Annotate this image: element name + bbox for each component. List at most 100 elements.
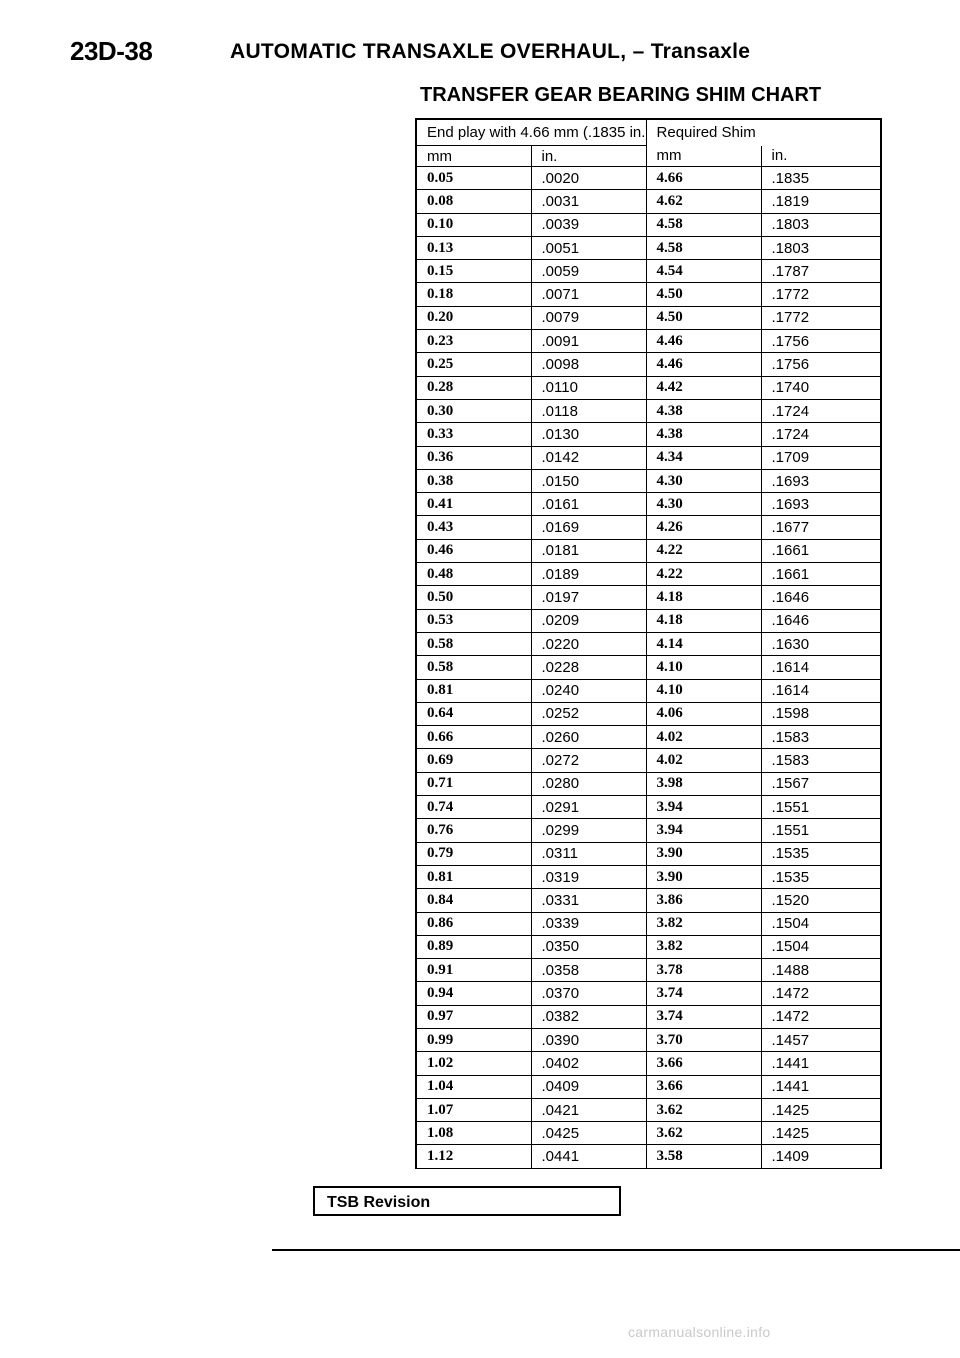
shim-in-cell: .1787 — [761, 259, 882, 284]
shim-in-cell: .1425 — [761, 1121, 882, 1146]
section-title: AUTOMATIC TRANSAXLE OVERHAUL, — [230, 40, 627, 63]
unit-header-in: in. — [531, 145, 647, 167]
end-play-in-cell: .0228 — [531, 655, 647, 680]
shim-in-cell: .1661 — [761, 539, 882, 564]
shim-in-cell: .1724 — [761, 399, 882, 424]
end-play-in-cell: .0161 — [531, 492, 647, 517]
shim-in-cell: .1504 — [761, 935, 882, 960]
shim-in-cell: .1441 — [761, 1075, 882, 1099]
shim-mm-cell: 3.98 — [646, 772, 762, 797]
end-play-mm-cell: 0.66 — [416, 725, 532, 750]
end-play-in-cell: .0130 — [531, 422, 647, 447]
end-play-in-cell: .0091 — [531, 329, 647, 354]
end-play-in-cell: .0051 — [531, 236, 647, 261]
shim-mm-cell: 3.82 — [646, 912, 762, 936]
shim-mm-cell: 4.10 — [646, 655, 762, 680]
shim-in-cell: .1425 — [761, 1098, 882, 1123]
shim-in-cell: .1803 — [761, 236, 882, 261]
end-play-in-cell: .0110 — [531, 376, 647, 400]
end-play-mm-cell: 0.91 — [416, 958, 532, 983]
end-play-mm-cell: 0.25 — [416, 352, 532, 377]
shim-in-cell: .1472 — [761, 1005, 882, 1029]
shim-in-cell: .1835 — [761, 166, 882, 191]
end-play-mm-cell: 0.33 — [416, 422, 532, 447]
end-play-mm-cell: 0.13 — [416, 236, 532, 261]
shim-in-cell: .1567 — [761, 772, 882, 797]
shim-mm-cell: 3.74 — [646, 981, 762, 1006]
end-play-mm-cell: 0.36 — [416, 446, 532, 470]
shim-mm-cell: 4.30 — [646, 469, 762, 494]
shim-mm-cell: 4.54 — [646, 259, 762, 284]
end-play-in-cell: .0311 — [531, 842, 647, 866]
end-play-in-cell: .0260 — [531, 725, 647, 750]
end-play-in-cell: .0402 — [531, 1051, 647, 1076]
end-play-in-cell: .0441 — [531, 1144, 647, 1169]
end-play-in-cell: .0339 — [531, 912, 647, 936]
shim-in-cell: .1740 — [761, 376, 882, 400]
end-play-mm-cell: 0.84 — [416, 888, 532, 913]
end-play-mm-cell: 0.15 — [416, 259, 532, 284]
end-play-in-cell: .0181 — [531, 539, 647, 564]
shim-in-cell: .1488 — [761, 958, 882, 983]
end-play-mm-cell: 0.89 — [416, 935, 532, 960]
end-play-mm-cell: 0.28 — [416, 376, 532, 400]
end-play-mm-cell: 0.86 — [416, 912, 532, 936]
end-play-mm-cell: 0.23 — [416, 329, 532, 354]
end-play-in-cell: .0409 — [531, 1075, 647, 1099]
end-play-mm-cell: 0.08 — [416, 189, 532, 214]
end-play-in-cell: .0059 — [531, 259, 647, 284]
end-play-in-cell: .0189 — [531, 562, 647, 587]
shim-in-cell: .1551 — [761, 818, 882, 843]
end-play-in-cell: .0197 — [531, 585, 647, 610]
shim-mm-cell: 4.18 — [646, 585, 762, 610]
shim-in-cell: .1598 — [761, 702, 882, 727]
end-play-in-cell: .0291 — [531, 795, 647, 820]
end-play-mm-cell: 0.71 — [416, 772, 532, 797]
end-play-mm-cell: 0.76 — [416, 818, 532, 843]
shim-in-cell: .1677 — [761, 515, 882, 540]
end-play-in-cell: .0252 — [531, 702, 647, 727]
end-play-in-cell: .0425 — [531, 1121, 647, 1146]
shim-mm-cell: 3.94 — [646, 795, 762, 820]
end-play-in-cell: .0031 — [531, 189, 647, 214]
shim-mm-cell: 3.66 — [646, 1051, 762, 1076]
shim-mm-cell: 4.46 — [646, 352, 762, 377]
shim-mm-cell: 3.94 — [646, 818, 762, 843]
unit-header-shim-mm: mm — [646, 145, 762, 167]
shim-in-cell: .1646 — [761, 609, 882, 633]
unit-header-shim-in: in. — [761, 145, 882, 167]
unit-header-mm: mm — [416, 145, 532, 167]
end-play-in-cell: .0071 — [531, 282, 647, 307]
end-play-in-cell: .0220 — [531, 632, 647, 657]
end-play-in-cell: .0358 — [531, 958, 647, 983]
shim-in-cell: .1614 — [761, 679, 882, 703]
shim-in-cell: .1535 — [761, 865, 882, 890]
bottom-divider — [272, 1249, 960, 1251]
end-play-in-cell: .0421 — [531, 1098, 647, 1123]
end-play-mm-cell: 0.99 — [416, 1028, 532, 1053]
end-play-in-cell: .0020 — [531, 166, 647, 191]
end-play-mm-cell: 0.41 — [416, 492, 532, 517]
end-play-mm-cell: 0.81 — [416, 679, 532, 703]
end-play-mm-cell: 0.69 — [416, 748, 532, 773]
